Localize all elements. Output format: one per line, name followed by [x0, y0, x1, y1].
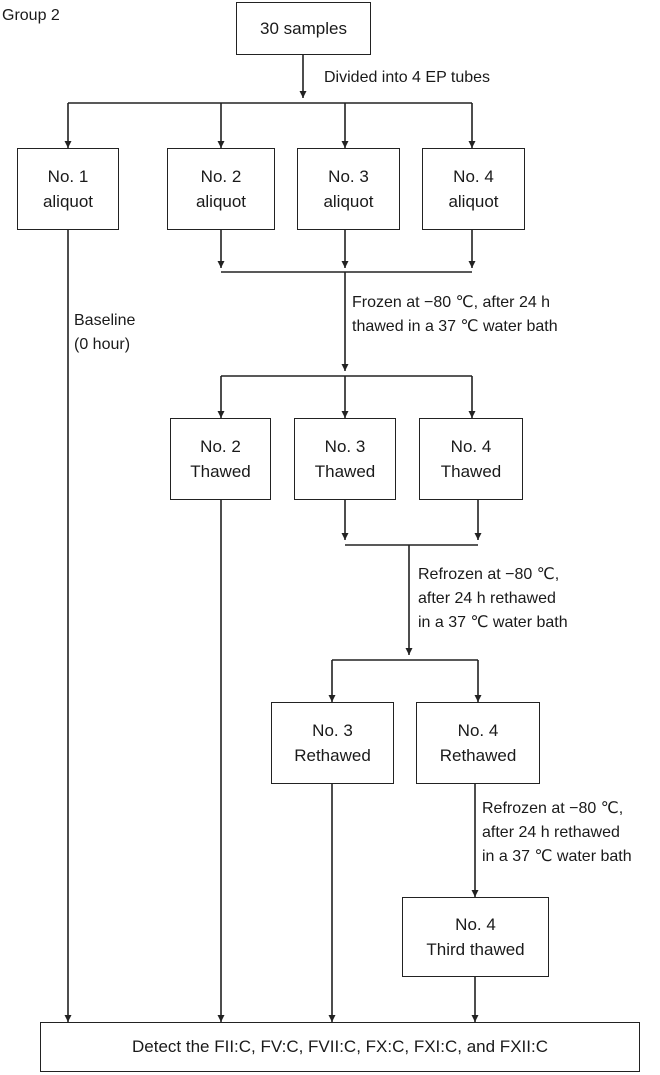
rethawed-4-number: No. 4: [457, 720, 499, 740]
rethawed-4-text: Rethawed: [439, 746, 517, 765]
thawed-3-number: No. 3: [324, 436, 366, 456]
thawed-4-number: No. 4: [450, 436, 492, 456]
detect-text: Detect the FII:C, FV:C, FVII:C, FX:C, FX…: [132, 1037, 548, 1057]
baseline-line-2: (0 hour): [74, 336, 131, 353]
thawed-2-text: Thawed: [190, 462, 251, 481]
refrozen-1-label: Refrozen at −80 ℃, after 24 h rethawed i…: [418, 563, 568, 635]
refrozen-2-line-2: after 24 h rethawed: [482, 824, 620, 841]
aliquot-3-number: No. 3: [328, 166, 369, 186]
baseline-line-1: Baseline: [74, 312, 136, 329]
aliquot-1-text: aliquot: [42, 192, 94, 211]
divided-label: Divided into 4 EP tubes: [324, 69, 491, 86]
samples-text: 30 samples: [260, 18, 347, 38]
aliquot-2-number: No. 2: [200, 166, 242, 186]
frozen-1-label: Frozen at −80 ℃, after 24 h thawed in a …: [352, 291, 558, 339]
refrozen-1-line-1: Refrozen at −80 ℃,: [418, 566, 560, 583]
refrozen-1-line-2: after 24 h rethawed: [418, 590, 556, 607]
rethawed-3-box: No. 3 Rethawed: [271, 702, 394, 784]
aliquot-4-text: aliquot: [448, 192, 499, 211]
thawed-3-box: No. 3 Thawed: [294, 418, 396, 500]
aliquot-3-box: No. 3 aliquot: [297, 148, 400, 230]
aliquot-3-text: aliquot: [323, 192, 374, 211]
aliquot-4-box: No. 4 aliquot: [422, 148, 525, 230]
thawed-3-text: Thawed: [314, 462, 376, 481]
thawed-2-number: No. 2: [200, 436, 241, 456]
refrozen-2-label: Refrozen at −80 ℃, after 24 h rethawed i…: [482, 797, 632, 869]
samples-box: 30 samples: [236, 2, 371, 55]
refrozen-2-line-3: in a 37 ℃ water bath: [482, 848, 632, 865]
third-thawed-text: Third thawed: [426, 940, 525, 959]
aliquot-1-number: No. 1: [47, 166, 89, 186]
third-thawed-number: No. 4: [455, 914, 496, 934]
rethawed-3-number: No. 3: [312, 720, 353, 740]
rethawed-4-box: No. 4 Rethawed: [416, 702, 540, 784]
refrozen-1-line-3: in a 37 ℃ water bath: [418, 614, 568, 631]
thawed-4-text: Thawed: [440, 462, 502, 481]
detect-box: Detect the FII:C, FV:C, FVII:C, FX:C, FX…: [40, 1022, 640, 1072]
aliquot-4-number: No. 4: [453, 166, 494, 186]
rethawed-3-text: Rethawed: [294, 746, 371, 765]
aliquot-2-box: No. 2 aliquot: [167, 148, 275, 230]
thawed-4-box: No. 4 Thawed: [419, 418, 523, 500]
frozen-1-line-1: Frozen at −80 ℃, after 24 h: [352, 294, 551, 311]
refrozen-2-line-1: Refrozen at −80 ℃,: [482, 800, 624, 817]
aliquot-2-text: aliquot: [195, 192, 247, 211]
third-thawed-box: No. 4 Third thawed: [402, 897, 549, 977]
baseline-label: Baseline (0 hour): [74, 309, 135, 357]
group-label: Group 2: [2, 7, 60, 24]
thawed-2-box: No. 2 Thawed: [170, 418, 271, 500]
frozen-1-line-2: thawed in a 37 ℃ water bath: [352, 318, 558, 335]
aliquot-1-box: No. 1 aliquot: [17, 148, 119, 230]
